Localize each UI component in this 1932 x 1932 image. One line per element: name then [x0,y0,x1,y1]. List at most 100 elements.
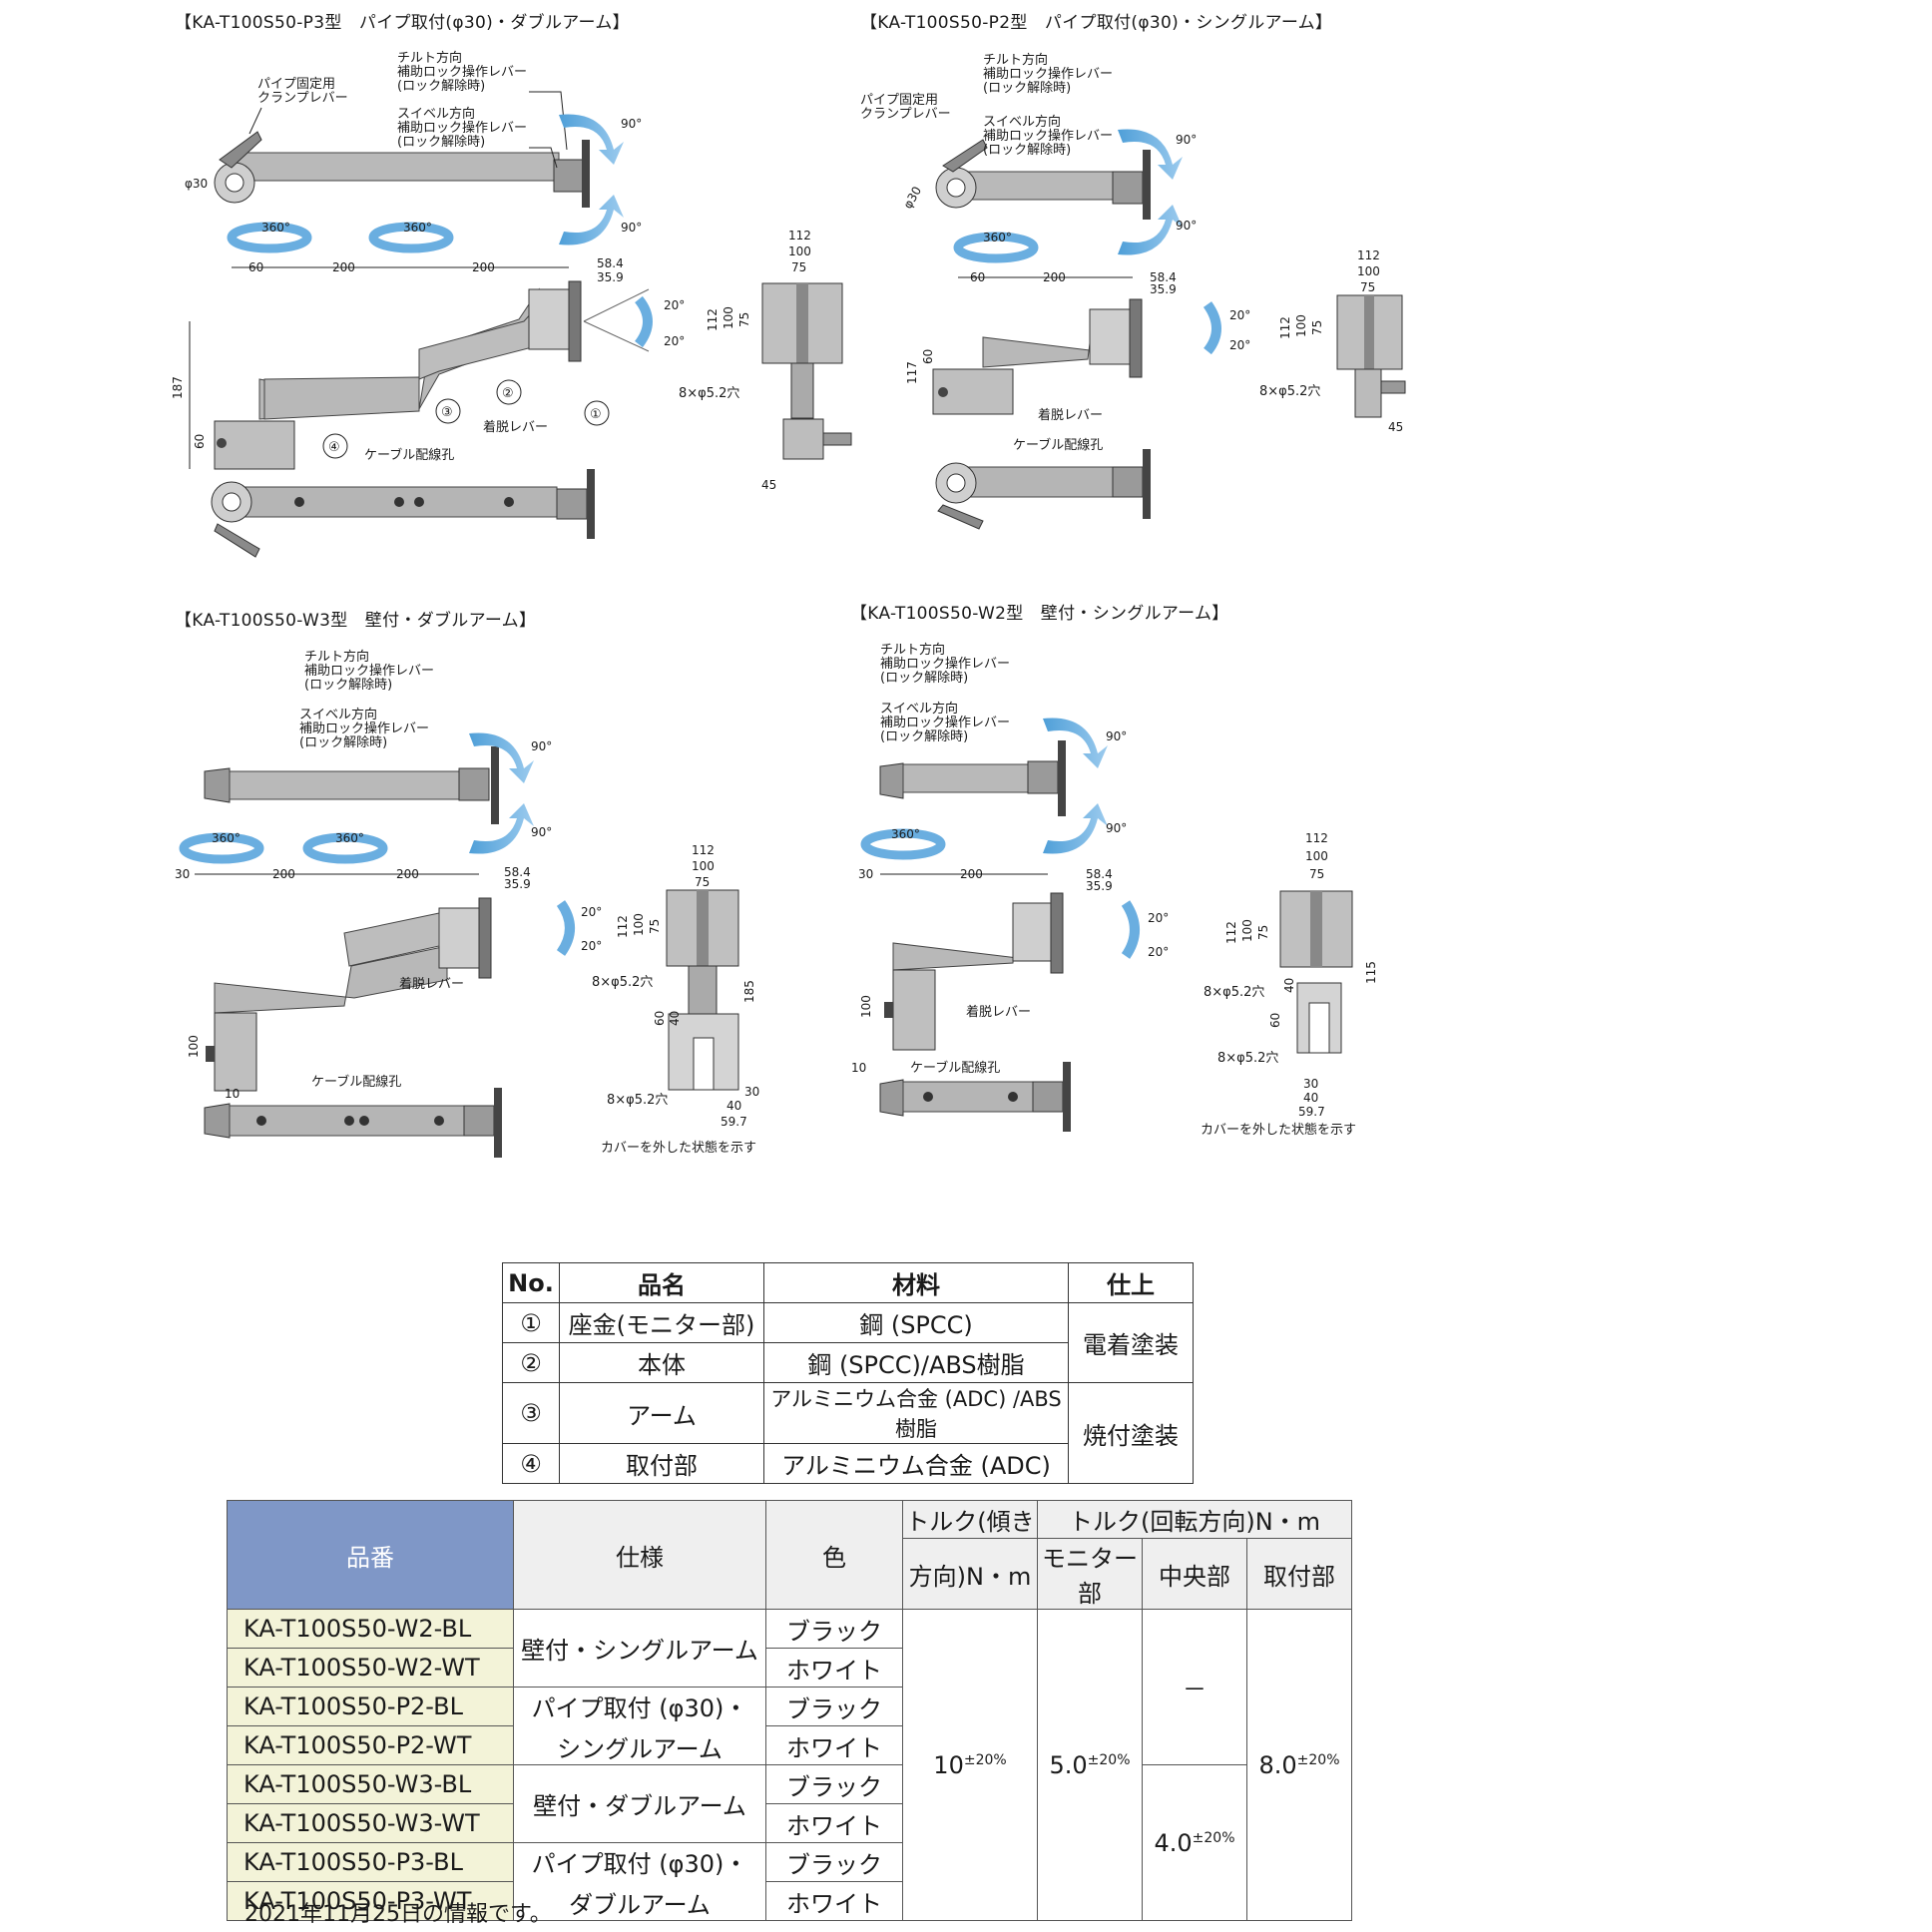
p3-clamp-label-2: クランプレバー [257,91,348,106]
p3-plate-112v: 112 [706,308,720,331]
parts-cell-name: アーム [559,1382,764,1444]
p3-dim-187: 187 [171,376,185,399]
w2-swivel-label-2: 補助ロック操作レバー [880,715,1010,730]
spec-monitor-value: 5.0±20% [1037,1609,1143,1921]
p3-side-view [214,280,582,470]
parts-cell-no: ② [502,1342,560,1383]
w3-dim-100: 100 [187,1035,201,1058]
drawing-w2: チルト方向 補助ロック操作レバー (ロック解除時) スイベル方向 補助ロック操作… [851,642,1378,1138]
spec-header-color: 色 [765,1500,903,1610]
p3-detach-label: 着脱レバー [483,419,548,435]
w2-detach-label: 着脱レバー [966,1004,1031,1020]
spec-code: KA-T100S50-W2-BL [227,1609,514,1649]
p2-clamp-label-1: パイプ固定用 [860,93,938,108]
spec-code: KA-T100S50-P3-WT [227,1881,514,1921]
w3-cable-label: ケーブル配線孔 [311,1074,401,1090]
w2-deg20-b: 20° [1148,945,1169,959]
p3-bottom-view [211,469,595,558]
p3-dim-200a: 200 [332,260,355,274]
w2-dim-100: 100 [859,995,873,1018]
p2-top-view [935,139,1151,220]
w2-dim-59: 59.7 [1298,1105,1325,1119]
parts-row: ③ アーム アルミニウム合金 (ADC) /ABS樹脂 焼付塗装 [502,1382,1194,1484]
spec-color: ホワイト [765,1881,903,1921]
p3-deg90-b: 90° [621,221,642,235]
p2-tilt-arrow-down [1118,205,1183,255]
w3-deg90-a: 90° [531,739,552,753]
w2-top-view [879,740,1066,816]
table-row: KA-T100S50-P2-BL パイプ取付 (φ30)・シングルアーム ブラッ… [227,1687,1352,1765]
parts-cell-name: 座金(モニター部) [559,1302,764,1343]
p2-plate-view [1336,294,1406,418]
p2-dim-117: 117 [905,361,919,384]
parts-header-finish: 仕上 [1068,1262,1194,1303]
p3-plate-100: 100 [788,244,811,258]
w2-swivel-arrow [860,828,946,860]
p2-deg20-b: 20° [1229,338,1250,352]
spec-header-center: 中央部 [1142,1538,1247,1610]
title-w2: 【KA-T100S50-W2型 壁付・シングルアーム】 [850,604,1229,624]
w2-tilt-arrow-down [1043,803,1108,854]
w3-dim-200b: 200 [396,867,419,881]
p2-deg90-a: 90° [1176,133,1197,147]
p2-plate-112v: 112 [1278,316,1292,339]
w3-plate-75: 75 [695,875,710,889]
spec-mount-value: 8.0±20% [1246,1609,1352,1921]
spec-color: ブラック [765,1609,903,1649]
spec-header-rotation: トルク(回転方向)N・m [1037,1500,1352,1539]
p2-deg360: 360° [983,231,1012,244]
p2-plate-112: 112 [1357,248,1380,262]
w3-tilt-arrow-up [469,732,534,783]
w3-deg20-a: 20° [581,905,602,919]
p3-plate-112: 112 [788,229,811,242]
spec-color: ブラック [765,1687,903,1726]
w2-plate-112: 112 [1305,831,1328,845]
w3-detach-label: 着脱レバー [399,976,464,992]
p3-swivel-arrow-1 [227,222,312,253]
p2-dim-35: 35.9 [1150,282,1177,296]
parts-header-material: 材料 [763,1262,1069,1303]
w3-plate-112: 112 [692,843,715,857]
parts-cell-finish: 焼付塗装 [1068,1382,1194,1484]
title-p3: 【KA-T100S50-P3型 パイプ取付(φ30)・ダブルアーム】 [175,13,630,33]
technical-drawings: パイプ固定用 クランプレバー チルト方向 補助ロック操作レバー (ロック解除時)… [171,50,1406,1158]
spec-spec: パイプ取付 (φ30)・シングルアーム [513,1687,766,1765]
p2-plate-75: 75 [1360,280,1375,294]
parts-row: ① 座金(モニター部) 鋼 (SPCC) 電着塗装 [502,1302,1194,1383]
w3-tilt-label-3: (ロック解除時) [304,678,392,693]
p2-swivel-label-3: (ロック解除時) [983,143,1071,158]
parts-cell-no: ① [502,1302,560,1343]
p2-detach-label: 着脱レバー [1038,407,1103,423]
p2-tilt-arrow-up [1118,129,1183,180]
p2-tilt-label-1: チルト方向 [983,52,1048,68]
table-row: KA-T100S50-W2-BL 壁付・シングルアーム ブラック 10±20% … [227,1609,1352,1921]
w3-dim-40b: 40 [726,1099,741,1113]
drawing-w3: チルト方向 補助ロック操作レバー (ロック解除時) スイベル方向 補助ロック操作… [175,649,759,1158]
spec-header-tilt-1: トルク(傾き [902,1500,1038,1539]
parts-header-no: No. [502,1262,560,1303]
title-w3: 【KA-T100S50-W3型 壁付・ダブルアーム】 [175,611,537,631]
w2-holes-label-b: 8×φ5.2穴 [1217,1051,1278,1066]
w2-plate-112v: 112 [1224,921,1238,944]
w3-plate-view [666,889,739,1091]
spec-code: KA-T100S50-W3-BL [227,1764,514,1804]
w3-deg20-b: 20° [581,939,602,953]
info-date-note: 2021年11月25日の情報です。 [244,1902,552,1927]
w3-dim-60s: 60 [653,1011,667,1026]
w3-dim-185: 185 [742,980,756,1003]
w2-holes-label-a: 8×φ5.2穴 [1204,985,1264,1000]
parts-cell-no: ③ [502,1382,560,1444]
w2-deg360: 360° [891,827,920,841]
drawing-p2: パイプ固定用 クランプレバー チルト方向 補助ロック操作レバー (ロック解除時)… [860,52,1406,530]
p2-bottom-view [935,449,1151,530]
w2-deg90-a: 90° [1106,729,1127,743]
parts-row: ④ 取付部 アルミニウム合金 (ADC) [502,1443,1194,1484]
p2-side-view [932,298,1143,415]
p3-holes-label: 8×φ5.2穴 [679,386,739,401]
w3-swivel-label-1: スイベル方向 [299,707,377,723]
spec-code: KA-T100S50-P2-BL [227,1687,514,1726]
p3-dim-35: 35.9 [597,270,624,284]
w3-tilt-label-1: チルト方向 [304,649,369,665]
w3-deg360-b: 360° [335,831,364,845]
p3-dim-60: 60 [248,260,263,274]
